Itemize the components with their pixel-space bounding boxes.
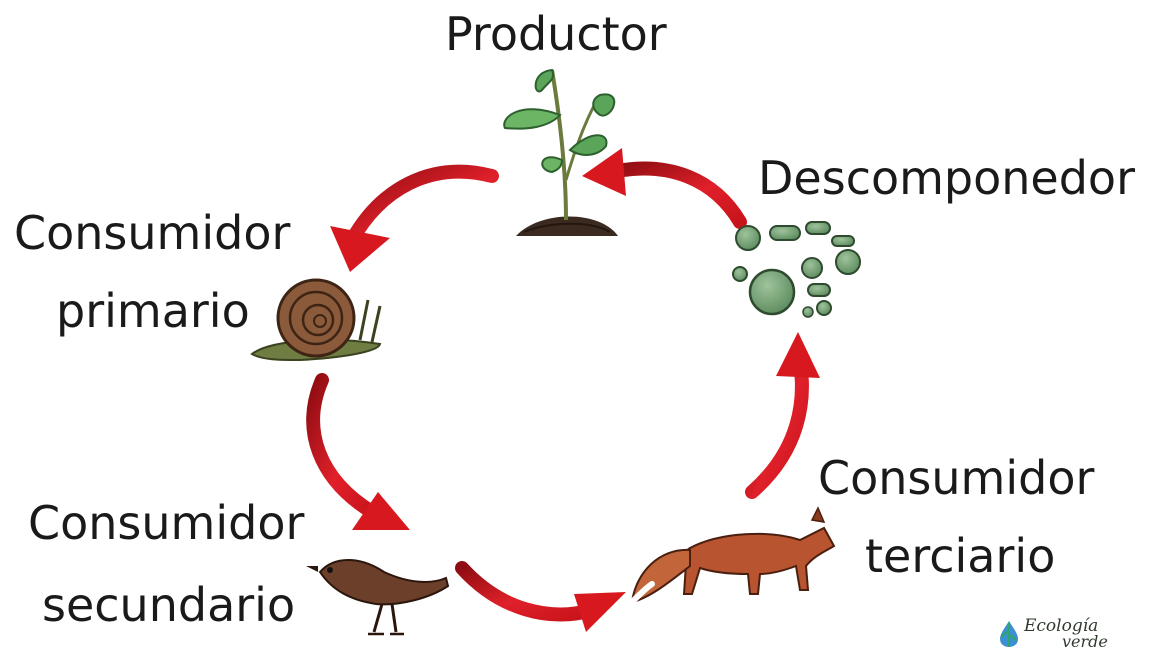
- drop-icon: [1000, 621, 1018, 647]
- logo-line2: verde: [1062, 632, 1108, 651]
- label-consumidor-secundario-line1: Consumidor: [28, 496, 305, 550]
- arrow-tertiary-to-decomposer: [745, 332, 820, 499]
- bird-icon: [306, 559, 450, 636]
- brand-logo: Ecología verde: [998, 618, 1108, 650]
- label-consumidor-primario-line2: primario: [56, 284, 250, 338]
- snail-icon: [250, 278, 382, 362]
- arrow-producer-to-primary: [330, 164, 499, 272]
- arrow-decomposer-to-producer: [582, 148, 747, 229]
- label-consumidor-terciario-line2: terciario: [865, 529, 1056, 583]
- logo-text: Ecología verde: [1024, 618, 1108, 650]
- label-productor: Productor: [445, 7, 667, 61]
- plant-icon: [503, 68, 618, 236]
- label-consumidor-secundario-line2: secundario: [42, 578, 296, 632]
- fox-icon: [629, 506, 836, 605]
- arrow-primary-to-secondary: [306, 373, 410, 530]
- label-consumidor-primario-line1: Consumidor: [14, 206, 291, 260]
- logo-line1: Ecología: [1024, 616, 1099, 636]
- microbes-icon: [732, 221, 861, 318]
- arrow-secondary-to-tertiary: [455, 561, 626, 632]
- label-descomponedor: Descomponedor: [758, 151, 1135, 205]
- label-consumidor-terciario-line1: Consumidor: [818, 451, 1095, 505]
